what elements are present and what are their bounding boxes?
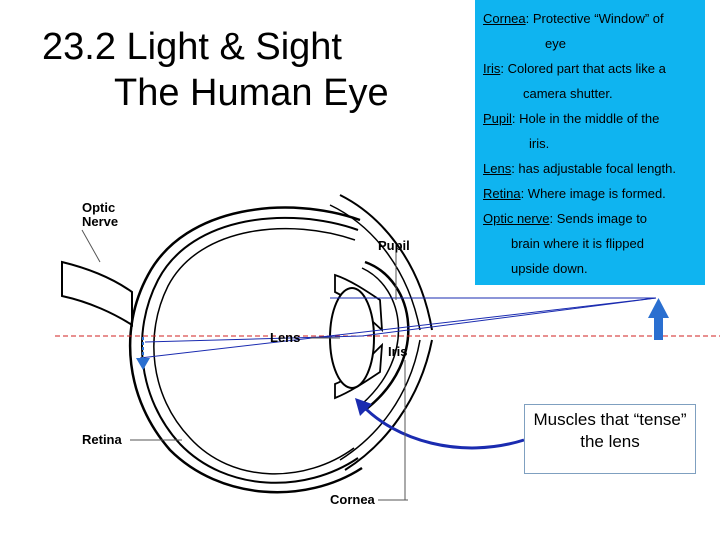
def-optic-cont: brain where it is flipped — [511, 236, 644, 251]
def-pupil: Pupil: Hole in the middle of the — [483, 106, 705, 131]
object-arrow — [654, 314, 663, 340]
label-iris: Iris — [388, 344, 408, 359]
def-optic: Optic nerve: Sends image to — [483, 206, 705, 231]
desc-optic: : Sends image to — [549, 211, 648, 226]
desc-lens: : has adjustable focal length. — [511, 161, 676, 176]
retina-layer — [153, 227, 356, 475]
desc-pupil: : Hole in the middle of the — [511, 111, 660, 126]
term-pupil: Pupil — [483, 111, 512, 126]
label-optic: Optic — [82, 200, 115, 215]
sclera-outer — [128, 206, 363, 494]
term-iris: Iris — [483, 61, 501, 76]
label-cornea: Cornea — [330, 492, 376, 507]
label-retina: Retina — [82, 432, 123, 447]
optic-nerve-shape — [61, 260, 133, 327]
desc-iris: : Colored part that acts like a — [500, 61, 666, 76]
definitions-box: Cornea: Protective “Window” of eye Iris:… — [475, 0, 705, 285]
term-retina: Retina — [483, 186, 521, 201]
label-nerve: Nerve — [82, 214, 118, 229]
def-iris: Iris: Colored part that acts like a — [483, 56, 705, 81]
label-pupil: Pupil — [378, 238, 410, 253]
desc-retina: : Where image is formed. — [520, 186, 666, 201]
muscles-callout: Muscles that “tense” the lens — [524, 404, 696, 474]
def-cornea-cont: eye — [545, 36, 566, 51]
term-cornea: Cornea — [483, 11, 526, 26]
title-line-1: 23.2 Light & Sight — [42, 26, 342, 68]
callout-line-1: Muscles that “tense” — [533, 410, 687, 429]
def-pupil-cont: iris. — [529, 136, 550, 151]
muscles-arrow — [360, 403, 525, 450]
callout-line-2: the lens — [580, 432, 640, 451]
sclera-middle — [141, 216, 359, 484]
desc-cornea: : Protective “Window” of — [525, 11, 664, 26]
title-line-2: The Human Eye — [114, 72, 389, 114]
def-optic-cont-2: upside down. — [511, 261, 588, 276]
label-lens: Lens — [270, 330, 300, 345]
def-retina: Retina: Where image is formed. — [483, 181, 705, 206]
page-title: 23.2 Light & Sight The Human Eye — [42, 24, 389, 116]
ray-top — [139, 297, 657, 359]
ray-bottom — [361, 297, 657, 337]
def-lens: Lens: has adjustable focal length. — [483, 156, 705, 181]
term-optic: Optic nerve — [483, 211, 550, 226]
term-lens: Lens — [483, 161, 512, 176]
def-cornea: Cornea: Protective “Window” of — [483, 6, 705, 31]
def-iris-cont: camera shutter. — [523, 86, 613, 101]
cornea-shape — [364, 260, 410, 411]
